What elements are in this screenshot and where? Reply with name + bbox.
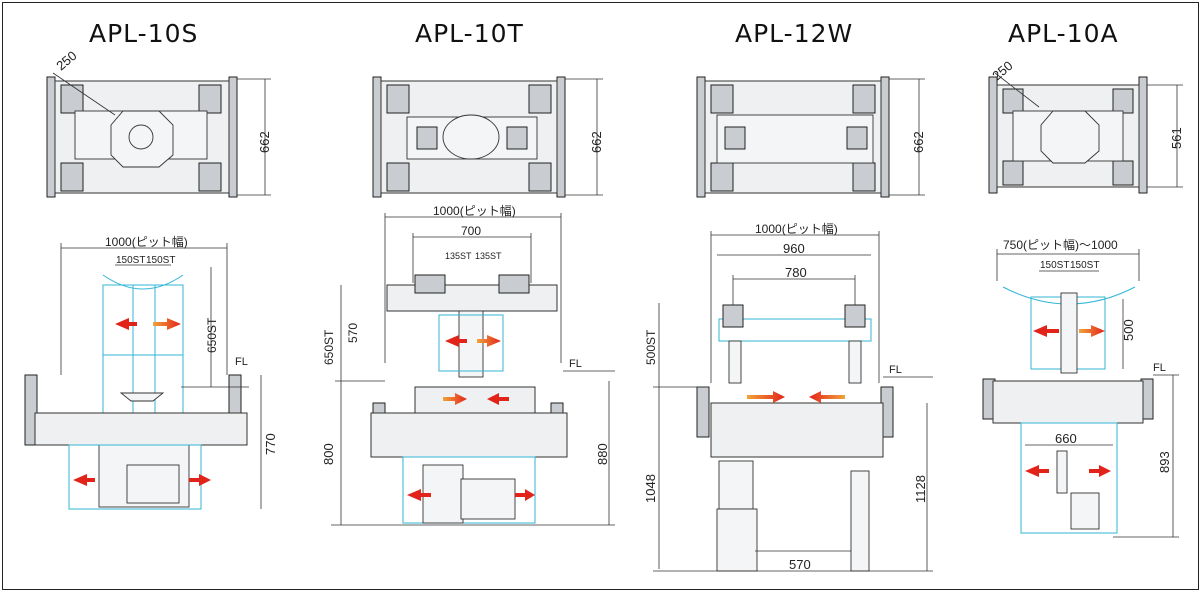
apl-10s-fl-label: FL <box>235 356 248 368</box>
apl-12w-dim-960: 960 <box>783 241 805 256</box>
apl-10a-dim-893: 893 <box>1157 451 1172 473</box>
apl-10s-dim-pit-width: 1000(ピット幅) <box>105 234 188 249</box>
apl-12w-dim-780: 780 <box>785 265 807 280</box>
apl-10t-arrows <box>407 335 535 501</box>
apl-10t-plan-view <box>372 76 603 198</box>
apl-12w-dim-pit-width: 1000(ピット幅) <box>755 221 838 236</box>
apl-10s-dim-770: 770 <box>263 433 278 455</box>
apl-10s-plan-view <box>46 72 271 198</box>
apl-10a-plan-view <box>988 72 1183 194</box>
model-title-apl-10t: APL-10T <box>415 19 524 48</box>
apl-10s-arrows <box>73 318 211 486</box>
apl-10a-elevation <box>982 249 1179 538</box>
apl-10t-dim-pit-width: 1000(ピット幅) <box>433 203 516 218</box>
apl-10s-dim-150st-right: 150ST <box>146 255 175 266</box>
apl-12w-dim-570: 570 <box>789 557 811 572</box>
apl-12w-dim-662: 662 <box>911 131 926 153</box>
apl-10t-fl-label: FL <box>569 358 582 370</box>
apl-10t-elevation <box>331 213 615 526</box>
apl-10s-elevation <box>24 243 262 510</box>
model-title-apl-10a: APL-10A <box>1008 19 1119 48</box>
apl-10s-dim-650st: 650ST <box>205 317 219 353</box>
apl-10a-arrows <box>1025 325 1111 477</box>
apl-10t-dim-135st-left: 135ST <box>445 251 472 261</box>
model-title-apl-10s: APL-10S <box>89 19 199 48</box>
apl-12w-dim-500st: 500ST <box>644 329 658 365</box>
apl-10t-dim-135st-right: 135ST <box>475 251 502 261</box>
apl-10t-dim-662: 662 <box>589 131 604 153</box>
apl-10t-dim-880: 880 <box>595 443 610 465</box>
apl-10s-dim-150st-left: 150ST <box>116 255 145 266</box>
technical-drawing: 250 662 10 <box>24 48 1184 572</box>
apl-12w-plan-view <box>696 76 925 198</box>
apl-12w-elevation <box>653 231 933 572</box>
apl-10a-dim-660: 660 <box>1055 431 1077 446</box>
apl-10t-dim-800: 800 <box>321 443 336 465</box>
apl-12w-arrows <box>747 391 845 403</box>
apl-12w-dim-1048: 1048 <box>643 474 658 503</box>
apl-12w-fl-label: FL <box>889 364 902 376</box>
apl-10a-dim-pit-width: 750(ピット幅)～1000 <box>1003 237 1118 252</box>
apl-10t-dim-570: 570 <box>346 323 360 343</box>
apl-10a-dim-561: 561 <box>1169 127 1184 149</box>
apl-10a-fl-label: FL <box>1153 362 1166 374</box>
apl-10s-dim-250: 250 <box>53 48 79 73</box>
apl-10t-dim-700: 700 <box>461 224 481 238</box>
apl-10a-dim-150st-right: 150ST <box>1070 260 1099 271</box>
apl-12w-dim-1128: 1128 <box>913 475 928 503</box>
apl-10a-dim-150st-left: 150ST <box>1040 260 1069 271</box>
apl-10s-dim-662: 662 <box>257 131 272 153</box>
apl-10t-dim-650st: 650ST <box>322 329 336 365</box>
model-title-apl-12w: APL-12W <box>735 19 854 48</box>
apl-10a-dim-500: 500 <box>1121 319 1136 341</box>
